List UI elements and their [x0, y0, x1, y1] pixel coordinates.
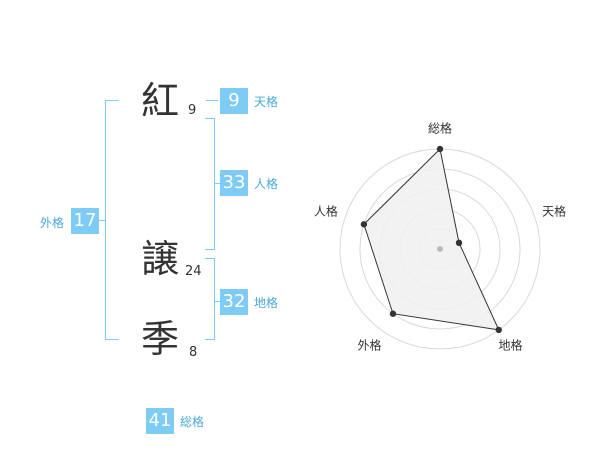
jinkaku-label: 人格	[254, 177, 279, 191]
name-char-3: 季	[141, 317, 180, 361]
soukaku-badge: 41	[146, 408, 174, 434]
radar-axis-label-5: 人格	[314, 203, 338, 218]
radar-axis-label-2: 天格	[542, 203, 566, 218]
name-char-2: 譲	[141, 237, 180, 281]
radar-series-area	[363, 147, 500, 331]
radar-point-4	[389, 310, 397, 317]
stroke-count-2: 24	[185, 264, 202, 279]
jinkaku-bracket	[205, 118, 215, 250]
chikaku-bracket	[205, 258, 215, 340]
radar-axis-label-3: 地格	[499, 338, 523, 353]
chikaku-badge: 32	[220, 289, 248, 315]
chikaku-label: 地格	[254, 296, 279, 310]
name-char-1: 紅	[141, 79, 180, 123]
jinkaku-badge: 33	[220, 170, 248, 196]
jinkaku-connector	[215, 183, 220, 184]
radar-point-2	[455, 239, 463, 247]
chikaku-connector	[215, 301, 220, 302]
tenkaku-label: 天格	[254, 95, 279, 109]
soukaku-label: 総格	[180, 415, 205, 429]
radar-point-3	[495, 326, 502, 334]
stroke-count-1: 9	[188, 103, 197, 118]
radar-point-1	[436, 145, 444, 153]
radar-axis-label-1: 総格	[428, 121, 452, 136]
radar-point-5	[360, 221, 368, 228]
gaikaku-label: 外格	[40, 216, 65, 230]
gaikaku-bracket	[105, 100, 119, 340]
gaikaku-connector	[99, 220, 105, 221]
tenkaku-badge: 9	[220, 88, 248, 114]
radar-axis-label-4: 外格	[357, 338, 381, 353]
tenkaku-connector	[206, 100, 218, 101]
radar-center-dot	[437, 246, 443, 252]
gaikaku-badge: 17	[71, 208, 99, 234]
stroke-count-3: 8	[189, 345, 198, 360]
